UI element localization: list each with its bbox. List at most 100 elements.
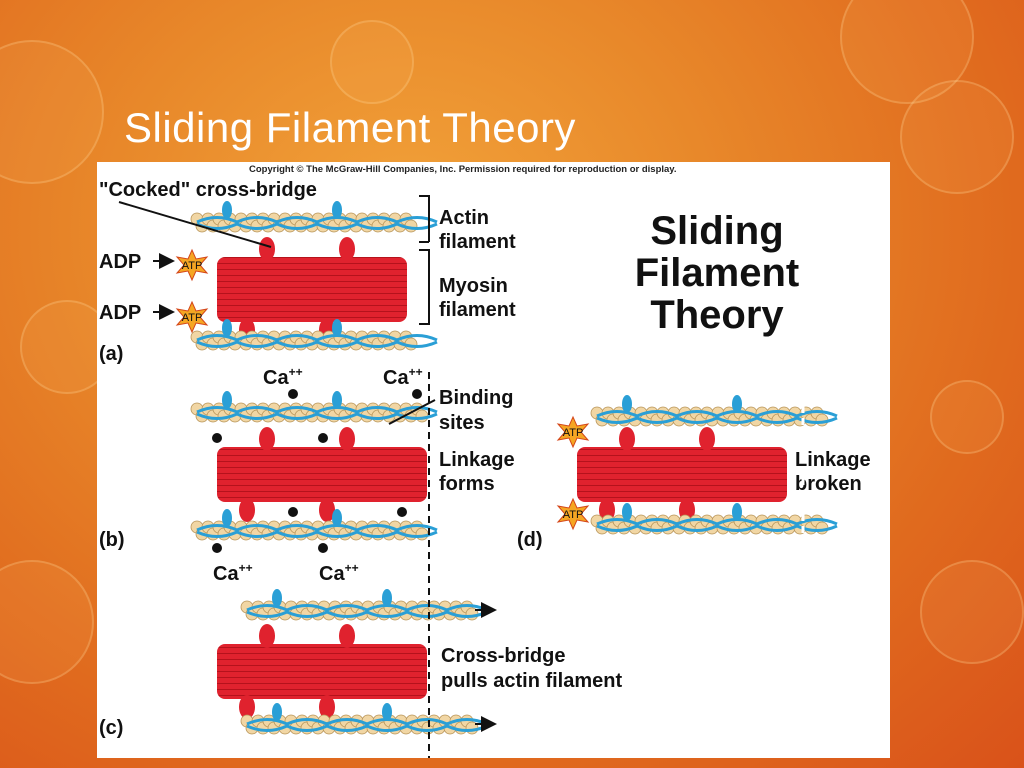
sliding-filament-figure: Copyright © The McGraw-Hill Companies, I… bbox=[97, 162, 890, 758]
actin-bead bbox=[415, 527, 429, 541]
myosin-head bbox=[259, 427, 275, 451]
myosin-head bbox=[339, 624, 355, 648]
label-cocked-cross-bridge: "Cocked" cross-bridge bbox=[99, 179, 317, 201]
troponin-blob bbox=[332, 391, 342, 409]
pointer-line bbox=[388, 399, 436, 425]
troponin-blob bbox=[382, 703, 392, 721]
myosin-head bbox=[699, 427, 715, 451]
myosin-head bbox=[319, 498, 335, 522]
actin-bead bbox=[415, 409, 429, 423]
atp-star-2: ATP bbox=[175, 300, 209, 334]
figure-title-line-3: Theory bbox=[650, 293, 784, 337]
atp-star-4: ATP bbox=[556, 497, 590, 531]
troponin-blob bbox=[622, 395, 632, 413]
myosin-filament bbox=[577, 427, 787, 522]
label-ca-4: Ca++ bbox=[319, 561, 359, 585]
myosin-filament bbox=[217, 237, 407, 342]
tropomyosin-strand bbox=[196, 222, 438, 230]
myosin-filament bbox=[217, 624, 427, 719]
bokeh-circle bbox=[330, 20, 414, 104]
tropomyosin-strand bbox=[246, 610, 488, 618]
label-actin: Actin bbox=[439, 207, 489, 229]
panel-label-b: (b) bbox=[99, 529, 125, 551]
copyright-text: Copyright © The McGraw-Hill Companies, I… bbox=[249, 164, 677, 175]
label-binding: Binding bbox=[439, 387, 513, 409]
myosin-head bbox=[259, 237, 275, 261]
panel-label-c: (c) bbox=[99, 717, 123, 739]
tropomyosin-strand bbox=[246, 604, 488, 612]
myosin-bracket bbox=[419, 249, 430, 325]
atp-star-1: ATP bbox=[175, 248, 209, 282]
myosin-head bbox=[339, 427, 355, 451]
tropomyosin-strand bbox=[196, 524, 438, 532]
actin-filament bbox=[240, 589, 488, 621]
panel-label-a: (a) bbox=[99, 343, 123, 365]
atp-label: ATP bbox=[563, 427, 584, 439]
tropomyosin-strand bbox=[596, 524, 838, 532]
troponin-blob bbox=[622, 503, 632, 521]
myosin-thick-filament bbox=[217, 447, 427, 502]
label-adp-bottom: ADP bbox=[99, 302, 141, 324]
label-ca-3: Ca++ bbox=[213, 561, 253, 585]
troponin-blob bbox=[272, 589, 282, 607]
tropomyosin-strand bbox=[596, 416, 838, 424]
label-pulls-actin: pulls actin filament bbox=[441, 670, 622, 692]
tropomyosin-strand bbox=[196, 530, 438, 538]
tropomyosin-strand bbox=[196, 334, 438, 342]
bokeh-circle bbox=[0, 560, 94, 684]
bokeh-circle bbox=[930, 380, 1004, 454]
figure-svg: Copyright © The McGraw-Hill Companies, I… bbox=[99, 164, 871, 758]
calcium-ion bbox=[412, 389, 422, 399]
atp-star-3: ATP bbox=[556, 415, 590, 449]
myosin-head bbox=[239, 695, 255, 719]
tropomyosin-strand bbox=[196, 412, 438, 420]
actin-filament bbox=[190, 319, 438, 351]
tropomyosin-strand bbox=[196, 406, 438, 414]
myosin-head bbox=[319, 695, 335, 719]
troponin-blob bbox=[732, 395, 742, 413]
panel-label-d: (d) bbox=[517, 529, 543, 551]
myosin-filament bbox=[217, 427, 427, 522]
atp-label: ATP bbox=[182, 260, 203, 272]
calcium-ion bbox=[288, 507, 298, 517]
calcium-ion bbox=[212, 433, 222, 443]
label-linkage-broken-2: broken bbox=[795, 473, 862, 495]
myosin-thick-filament bbox=[577, 447, 787, 502]
myosin-head bbox=[619, 427, 635, 451]
myosin-head bbox=[339, 237, 355, 261]
calcium-ion bbox=[288, 389, 298, 399]
actin-bead bbox=[815, 521, 829, 535]
calcium-ion bbox=[318, 433, 328, 443]
label-adp-top: ADP bbox=[99, 251, 141, 273]
troponin-blob bbox=[222, 201, 232, 219]
panel-a bbox=[190, 201, 438, 351]
calcium-ion bbox=[397, 507, 407, 517]
label-cross-bridge: Cross-bridge bbox=[441, 645, 565, 667]
label-linkage-broken: Linkage bbox=[795, 449, 871, 471]
tropomyosin-strand bbox=[196, 216, 438, 224]
atp-label: ATP bbox=[182, 312, 203, 324]
actin-filament bbox=[590, 395, 838, 427]
myosin-thick-filament bbox=[217, 644, 427, 699]
label-myosin-filament: filament bbox=[439, 299, 516, 321]
figure-title-line-1: Sliding bbox=[650, 209, 783, 253]
actin-filament bbox=[190, 201, 438, 233]
atp-label: ATP bbox=[563, 509, 584, 521]
label-ca-1: Ca++ bbox=[263, 365, 303, 389]
tropomyosin-strand bbox=[246, 724, 488, 732]
actin-bead bbox=[815, 413, 829, 427]
actin-filament bbox=[190, 391, 438, 423]
tropomyosin-strand bbox=[196, 340, 438, 348]
actin-filament bbox=[240, 703, 488, 735]
label-myosin: Myosin bbox=[439, 275, 508, 297]
troponin-blob bbox=[332, 509, 342, 527]
myosin-head bbox=[239, 498, 255, 522]
label-binding-sites: sites bbox=[439, 412, 485, 434]
panel-d bbox=[577, 395, 838, 535]
actin-filament bbox=[590, 503, 838, 535]
troponin-blob bbox=[732, 503, 742, 521]
troponin-blob bbox=[382, 589, 392, 607]
calcium-ion bbox=[212, 543, 222, 553]
tropomyosin-strand bbox=[596, 518, 838, 526]
slide-title: Sliding Filament Theory bbox=[124, 104, 576, 151]
